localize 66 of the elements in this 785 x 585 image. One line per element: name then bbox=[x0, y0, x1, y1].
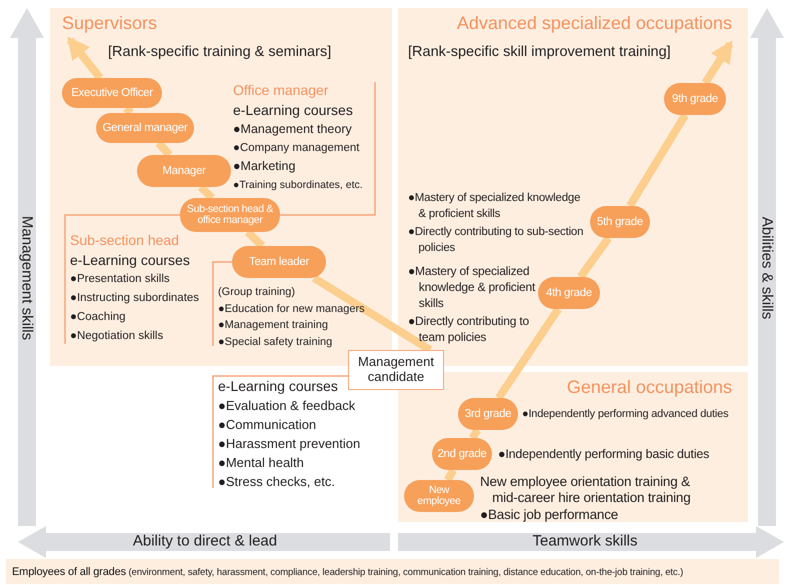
description-text: ●Mastery of specialized knowledge & proficient skills bbox=[408, 263, 536, 311]
panel-subheading: [Rank-specific training & seminars] bbox=[108, 44, 332, 60]
bullet-item: ●Instructing subordinates bbox=[70, 291, 200, 306]
axis-label: Ability to direct & lead bbox=[132, 532, 278, 550]
description-text: ●Mastery of specialized knowledge & proficient skills bbox=[408, 191, 582, 222]
rank-pill: Manager bbox=[137, 155, 231, 187]
bullet-item: ●Company management bbox=[233, 140, 360, 156]
course-heading: e-Learning courses bbox=[233, 101, 354, 120]
leader-line bbox=[212, 375, 348, 488]
description-text: ●Basic job performance bbox=[480, 507, 620, 522]
rank-pill: General manager bbox=[96, 113, 194, 143]
career-path-line bbox=[577, 236, 612, 280]
career-path-line bbox=[244, 229, 266, 249]
career-path-line bbox=[444, 468, 457, 482]
description-text: ●Directly contributing to sub-section policies bbox=[408, 225, 584, 256]
bullet-item: ●Harassment prevention bbox=[218, 435, 362, 453]
career-path-line bbox=[469, 428, 481, 440]
candidate-box: Management candidate bbox=[348, 350, 444, 390]
panel-heading: Supervisors bbox=[62, 13, 158, 34]
list-heading: Sub-section head bbox=[70, 231, 180, 250]
leader-line bbox=[280, 82, 376, 216]
career-path-arrow bbox=[702, 40, 734, 86]
description-text: New employee orientation training & mid-career hire orientation training bbox=[480, 474, 692, 505]
bullet-item: (Group training) bbox=[218, 285, 296, 300]
career-path-line bbox=[123, 105, 134, 116]
footnote-text: Employees of all grades (environment, safety, harassment, compliance, leadership training, communication training, distance education, on-the-job training, etc.) bbox=[12, 566, 684, 578]
career-path-line bbox=[156, 140, 172, 158]
bullet-item: ●Negotiation skills bbox=[70, 329, 164, 344]
rank-pill: Executive Officer bbox=[62, 78, 162, 108]
rank-pill: New employee bbox=[404, 480, 474, 512]
career-path-line bbox=[495, 306, 562, 400]
rank-pill: 2nd grade bbox=[432, 438, 492, 470]
bullet-item: ●Special safety training bbox=[218, 334, 334, 350]
career-path-line bbox=[626, 112, 689, 208]
bullet-item: ●Management theory bbox=[233, 121, 353, 138]
leader-line bbox=[212, 261, 232, 346]
career-path-arrow bbox=[66, 36, 104, 80]
rank-pill: Team leader bbox=[232, 246, 326, 278]
bullet-item: ●Stress checks, etc. bbox=[218, 473, 336, 491]
career-path-line bbox=[198, 184, 215, 201]
panel-heading: General occupations bbox=[566, 377, 732, 398]
bullet-item: ●Training subordinates, etc. bbox=[233, 178, 364, 192]
bullet-item: ●Evaluation & feedback bbox=[218, 397, 356, 415]
bullet-item: ●Coaching bbox=[70, 310, 127, 325]
leader-line bbox=[64, 214, 180, 344]
rank-pill: 5th grade bbox=[590, 206, 650, 238]
rank-pill: 9th grade bbox=[664, 83, 726, 115]
bullet-item: ●Marketing bbox=[233, 158, 296, 175]
course-heading: e-Learning courses bbox=[70, 251, 191, 270]
list-heading: Office manager bbox=[233, 81, 330, 100]
description-text: ●Independently performing advanced duties bbox=[522, 407, 730, 422]
description-text: ●Directly contributing to team policies bbox=[408, 313, 530, 345]
axis-label: Management skills bbox=[18, 216, 36, 340]
description-text: ●Independently performing basic duties bbox=[498, 446, 710, 462]
panel-subheading: [Rank-specific skill improvement training] bbox=[408, 44, 671, 60]
bullet-item: ●Communication bbox=[218, 416, 318, 434]
panel-heading: Advanced specialized occupations bbox=[456, 13, 732, 34]
bullet-item: ●Education for new managers bbox=[218, 302, 363, 316]
axis-label: Teamwork skills bbox=[532, 532, 638, 550]
bullet-item: ●Mental health bbox=[218, 454, 305, 472]
rank-pill: 3rd grade bbox=[458, 398, 518, 430]
bullet-item: ●Management training bbox=[218, 318, 329, 333]
rank-pill: Sub-section head & office manager bbox=[180, 198, 280, 232]
axis-label: Abilities & skills bbox=[758, 216, 776, 320]
bullet-item: ●Presentation skills bbox=[70, 272, 171, 287]
rank-pill: 4th grade bbox=[538, 277, 600, 309]
